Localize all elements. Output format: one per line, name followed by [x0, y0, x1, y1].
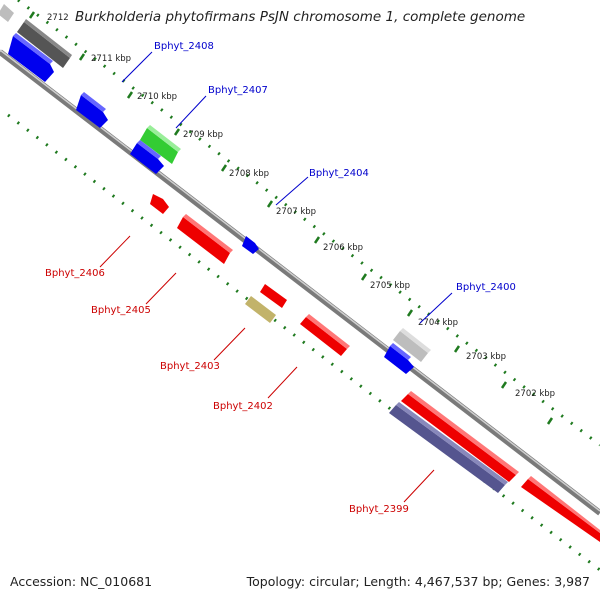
scale-label-2708: 2708 kbp	[229, 169, 269, 179]
map-title: Burkholderia phytofirmans PsJN chromosom…	[75, 9, 526, 25]
gene-label-2405[interactable]: Bphyt_2405	[91, 305, 151, 316]
gene-arrow-tan-2403[interactable]	[245, 296, 276, 323]
gene-arrow-red-2399b[interactable]	[521, 476, 600, 542]
gene-arrow-red-2405[interactable]	[177, 214, 233, 264]
reverse-gene-labels: Bphyt_2406 Bphyt_2405 Bphyt_2403 Bphyt_2…	[45, 268, 409, 515]
scale-track-upper	[17, 0, 600, 447]
scale-label-2707: 2707 kbp	[276, 207, 316, 217]
gene-arrow-grey-top[interactable]	[0, 4, 14, 22]
scale-label-2710: 2710 kbp	[137, 92, 177, 102]
gene-arrow-purple-2399[interactable]	[389, 402, 508, 493]
forward-genes	[0, 4, 431, 374]
gene-arrow-red-2403[interactable]	[260, 284, 287, 308]
scale-label-2711: 2711 kbp	[91, 54, 131, 64]
gene-arrow-red-2406[interactable]	[150, 194, 169, 214]
accession-label: Accession: NC_010681	[10, 574, 153, 589]
scale-label-2703: 2703 kbp	[466, 352, 506, 362]
gene-label-2400[interactable]: Bphyt_2400	[456, 282, 516, 293]
scale-label-2705: 2705 kbp	[370, 281, 410, 291]
callout-lines-reverse	[99, 235, 435, 503]
gene-arrow-blue-2404[interactable]	[242, 236, 259, 254]
callout-lines-forward	[121, 51, 453, 324]
gene-arrow-grey-2400[interactable]	[393, 328, 431, 362]
forward-gene-labels: Bphyt_2408 Bphyt_2407 Bphyt_2404 Bphyt_2…	[154, 41, 516, 293]
scale-label-2709: 2709 kbp	[183, 130, 223, 140]
gene-arrow-blue-2407b[interactable]	[130, 140, 164, 174]
gene-label-2402[interactable]: Bphyt_2402	[213, 401, 273, 412]
gene-label-2399[interactable]: Bphyt_2399	[349, 504, 409, 515]
scale-label-2704: 2704 kbp	[418, 318, 458, 328]
gene-arrow-red-2399a[interactable]	[401, 391, 519, 482]
scale-labels: 2712 2711 kbp 2710 kbp 2709 kbp 2708 kbp…	[47, 13, 555, 399]
gene-label-2404[interactable]: Bphyt_2404	[309, 168, 369, 179]
gene-arrow-dark-top[interactable]	[17, 19, 72, 68]
scale-track-lower	[7, 113, 600, 572]
scale-label-2702: 2702 kbp	[515, 389, 555, 399]
gene-label-2407[interactable]: Bphyt_2407	[208, 85, 268, 96]
reverse-genes	[150, 194, 600, 542]
scale-label-2706: 2706 kbp	[323, 243, 363, 253]
gene-label-2408[interactable]: Bphyt_2408	[154, 41, 214, 52]
gene-arrow-blue-top[interactable]	[8, 33, 54, 82]
gene-arrow-blue-2400[interactable]	[384, 343, 414, 374]
scale-label-2712: 2712	[47, 13, 69, 23]
gene-label-2406[interactable]: Bphyt_2406	[45, 268, 105, 279]
gene-arrow-red-2402[interactable]	[300, 314, 350, 356]
genome-summary: Topology: circular; Length: 4,467,537 bp…	[246, 574, 590, 589]
gene-label-2403[interactable]: Bphyt_2403	[160, 361, 220, 372]
gene-arrow-blue-2408[interactable]	[76, 92, 108, 128]
gene-arrow-green-2407[interactable]	[140, 125, 181, 164]
scale-major-ticks	[28, 11, 554, 425]
